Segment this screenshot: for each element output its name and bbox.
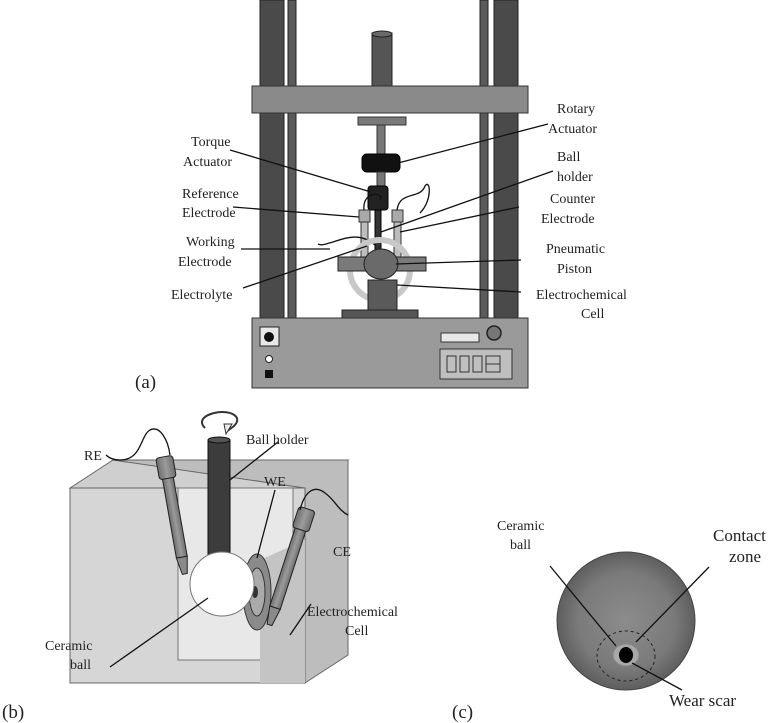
callout-c-wear-scar (631, 662, 683, 691)
rotary-actuator-block (361, 153, 401, 173)
panel-b-cell-closeup: RE Ball holder WE CE Electrochemical Cel… (2, 410, 398, 723)
label-working-electrode-line1: Working (186, 235, 235, 250)
top-actuator-cap (371, 30, 393, 38)
left-column-outer (259, 0, 285, 319)
counter-electrode-cap (391, 209, 404, 223)
label-ball-holder-line2: holder (557, 170, 593, 185)
stop-button (265, 370, 273, 378)
reference-wire (363, 193, 382, 211)
callout-ball-holder (380, 170, 554, 233)
display-slot (440, 332, 480, 343)
cell-box-wall-shade (260, 540, 305, 683)
ball-holder-shaft (207, 439, 231, 567)
label-counter-electrode-line1: Counter (550, 192, 595, 207)
label-rotary-actuator-line1: Rotary (557, 102, 595, 117)
working-wire (317, 236, 376, 246)
callout-torque (229, 149, 372, 193)
panel-a-test-rig: Rotary Actuator Torque Actuator Ball hol… (135, 0, 627, 393)
callout-pneumatic (395, 259, 522, 265)
callout-reference (232, 206, 360, 218)
label-b-ceramic-line1: Ceramic (45, 639, 92, 654)
contact-zone (596, 630, 656, 682)
cell-foot (341, 309, 419, 319)
label-c-ceramic-line2: ball (510, 538, 531, 553)
indicator-lamp (265, 355, 273, 363)
callout-cell (396, 284, 522, 293)
label-counter-electrode-line2: Electrode (541, 212, 595, 227)
callout-rotary (397, 123, 549, 164)
right-column-inner (479, 0, 489, 319)
display-digit-3 (472, 355, 483, 373)
crosshead-beam (251, 85, 529, 114)
label-c-contact-line1: Contact (713, 526, 766, 545)
panel-c-disc-top-view: Ceramic ball Contact zone Wear scar (c) (452, 519, 766, 723)
disc (556, 551, 696, 691)
control-knob (486, 325, 502, 341)
label-b-ce: CE (333, 545, 351, 560)
label-reference-electrode-line2: Electrode (182, 206, 236, 221)
counter-electrode-probe (266, 506, 315, 627)
ce-wire (299, 488, 349, 516)
callout-b-cell (289, 603, 312, 636)
callout-c-ceramic-ball (549, 565, 617, 647)
label-electrochemical-cell-line2: Cell (581, 307, 604, 322)
label-c-contact-line2: zone (729, 547, 761, 566)
label-c-wear-scar: Wear scar (669, 691, 736, 710)
label-b-cell-line1: Electrochemical (307, 605, 398, 620)
label-working-electrode-line2: Electrode (178, 255, 232, 270)
label-reference-electrode-line1: Reference (182, 187, 239, 202)
callout-b-ceramic-ball (109, 597, 209, 668)
torque-actuator-block (367, 185, 389, 211)
spindle-plate (357, 116, 407, 126)
label-b-ball-holder: Ball holder (246, 433, 309, 448)
spindle-lower-shaft (376, 171, 386, 187)
wear-scar (619, 647, 633, 663)
right-column-outer (493, 0, 519, 319)
reference-electrode-cap (358, 209, 371, 223)
piston-ball (363, 248, 399, 280)
ball-holder-rod (374, 209, 382, 255)
top-actuator (371, 32, 393, 89)
ball-holder-top (207, 436, 231, 444)
power-switch-knob (264, 332, 274, 342)
label-electrochemical-cell-line1: Electrochemical (536, 288, 627, 303)
label-b-cell-line2: Cell (345, 624, 368, 639)
label-pneumatic-piston-line1: Pneumatic (546, 242, 605, 257)
label-electrolyte: Electrolyte (171, 288, 232, 303)
label-ball-holder-line1: Ball (557, 150, 580, 165)
rotation-arrowhead (223, 423, 233, 436)
display-digit-2 (459, 355, 470, 373)
label-pneumatic-piston-line2: Piston (557, 262, 592, 277)
callout-c-contact-zone (635, 566, 710, 643)
label-b-re: RE (84, 449, 102, 464)
digital-display (439, 348, 513, 380)
callout-b-we (256, 489, 276, 559)
rotation-arrow (201, 410, 239, 433)
label-c-ceramic-line1: Ceramic (497, 519, 544, 534)
panel-label-a: (a) (135, 372, 156, 393)
label-rotary-actuator-line2: Actuator (548, 122, 597, 137)
panel-label-c: (c) (452, 702, 473, 723)
spindle-shaft (376, 124, 386, 156)
display-digit-1 (446, 355, 457, 373)
re-wire (105, 428, 171, 461)
ceramic-ball-b (189, 551, 255, 617)
cell-column (367, 279, 398, 313)
reference-electrode-probe (155, 455, 188, 575)
label-torque-actuator-line1: Torque (191, 135, 230, 150)
cell-box-back-inner (112, 459, 349, 684)
counter-wire (396, 183, 430, 214)
label-torque-actuator-line2: Actuator (183, 155, 232, 170)
callout-b-ball-holder (229, 441, 279, 481)
label-b-ceramic-line2: ball (70, 658, 91, 673)
callout-counter (399, 206, 520, 233)
label-b-we: WE (264, 475, 286, 490)
callout-electrolyte (242, 245, 368, 289)
panel-label-b: (b) (2, 702, 24, 723)
